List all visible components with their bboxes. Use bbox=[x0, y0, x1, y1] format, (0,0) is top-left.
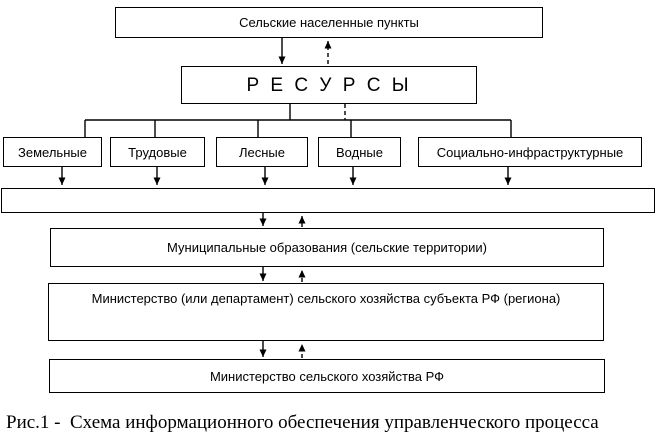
node-resource-land: Земельные bbox=[3, 137, 102, 167]
dashed-feedback-arrows bbox=[298, 41, 332, 358]
node-resource-labor: Трудовые bbox=[110, 137, 205, 167]
node-resource-forest: Лесные bbox=[216, 137, 308, 167]
node-regional-ministry: Министерство (или департамент) сельского… bbox=[48, 283, 604, 341]
branch-lines bbox=[84, 104, 512, 137]
figure-caption: Рис.1 - Схема информационного обеспечени… bbox=[6, 412, 599, 433]
node-collector-strip bbox=[1, 188, 655, 213]
node-resources: Р Е С У Р С Ы bbox=[181, 66, 477, 104]
node-federal-ministry: Министерство сельского хозяйства РФ bbox=[49, 359, 605, 393]
node-municipal-entities: Муниципальные образования (сельские терр… bbox=[50, 228, 604, 267]
node-rural-settlements: Сельские населенные пункты bbox=[115, 7, 543, 38]
solid-down-arrows bbox=[58, 38, 512, 357]
node-resource-water: Водные bbox=[318, 137, 401, 167]
node-resource-social-infrastructure: Социально-инфраструктурные bbox=[418, 137, 642, 167]
